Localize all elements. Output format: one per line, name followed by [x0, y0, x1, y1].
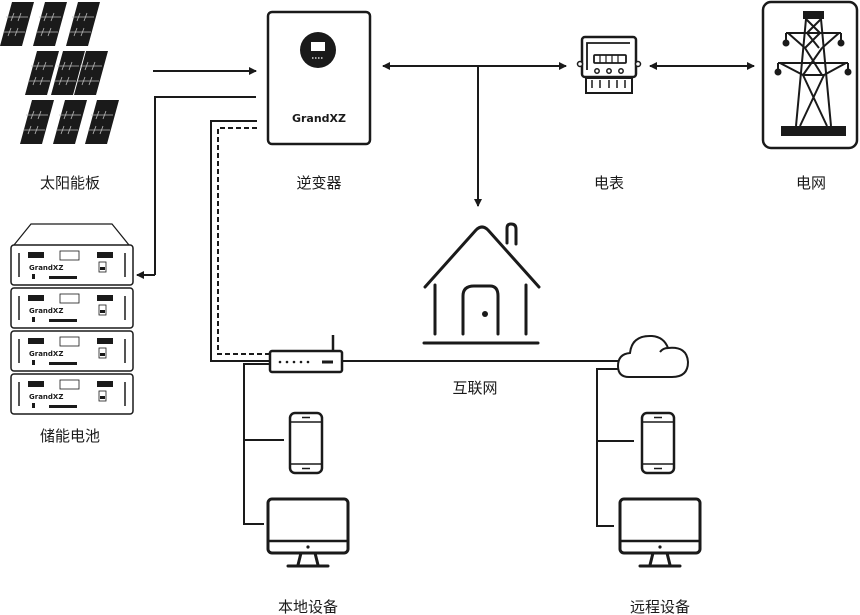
battery-label: 储能电池	[40, 427, 100, 445]
solar-panel-icon	[0, 1, 120, 145]
internet-label: 互联网	[452, 379, 497, 397]
cloud-icon[interactable]	[616, 334, 690, 378]
inverter-label: 逆变器	[296, 174, 341, 192]
remote-phone-icon[interactable]	[640, 411, 676, 475]
remote-devices-line	[596, 368, 619, 527]
house-icon[interactable]	[422, 222, 541, 345]
inverter-battery-line	[154, 96, 256, 275]
inverter-brand: GrandXZ	[292, 112, 346, 125]
local-devices-line	[243, 363, 270, 525]
local-phone-icon[interactable]	[288, 411, 324, 475]
local-desktop-icon[interactable]	[266, 497, 350, 568]
remote-devices-label: 远程设备	[630, 598, 690, 615]
inverter-icon[interactable]: GrandXZ	[266, 10, 372, 146]
inverter-router-dashed-line	[217, 127, 270, 355]
solar-panel-label: 太阳能板	[40, 174, 100, 192]
local-devices-label: 本地设备	[278, 598, 338, 615]
grid-label: 电网	[796, 174, 826, 192]
inverter-router-solid-line	[210, 120, 270, 362]
electric-meter-icon[interactable]	[576, 35, 642, 94]
battery-rack-icon[interactable]	[10, 223, 134, 415]
power-tower-icon[interactable]	[761, 0, 859, 150]
remote-desktop-icon[interactable]	[618, 497, 702, 568]
router-icon[interactable]	[268, 335, 344, 374]
meter-label: 电表	[594, 174, 624, 192]
